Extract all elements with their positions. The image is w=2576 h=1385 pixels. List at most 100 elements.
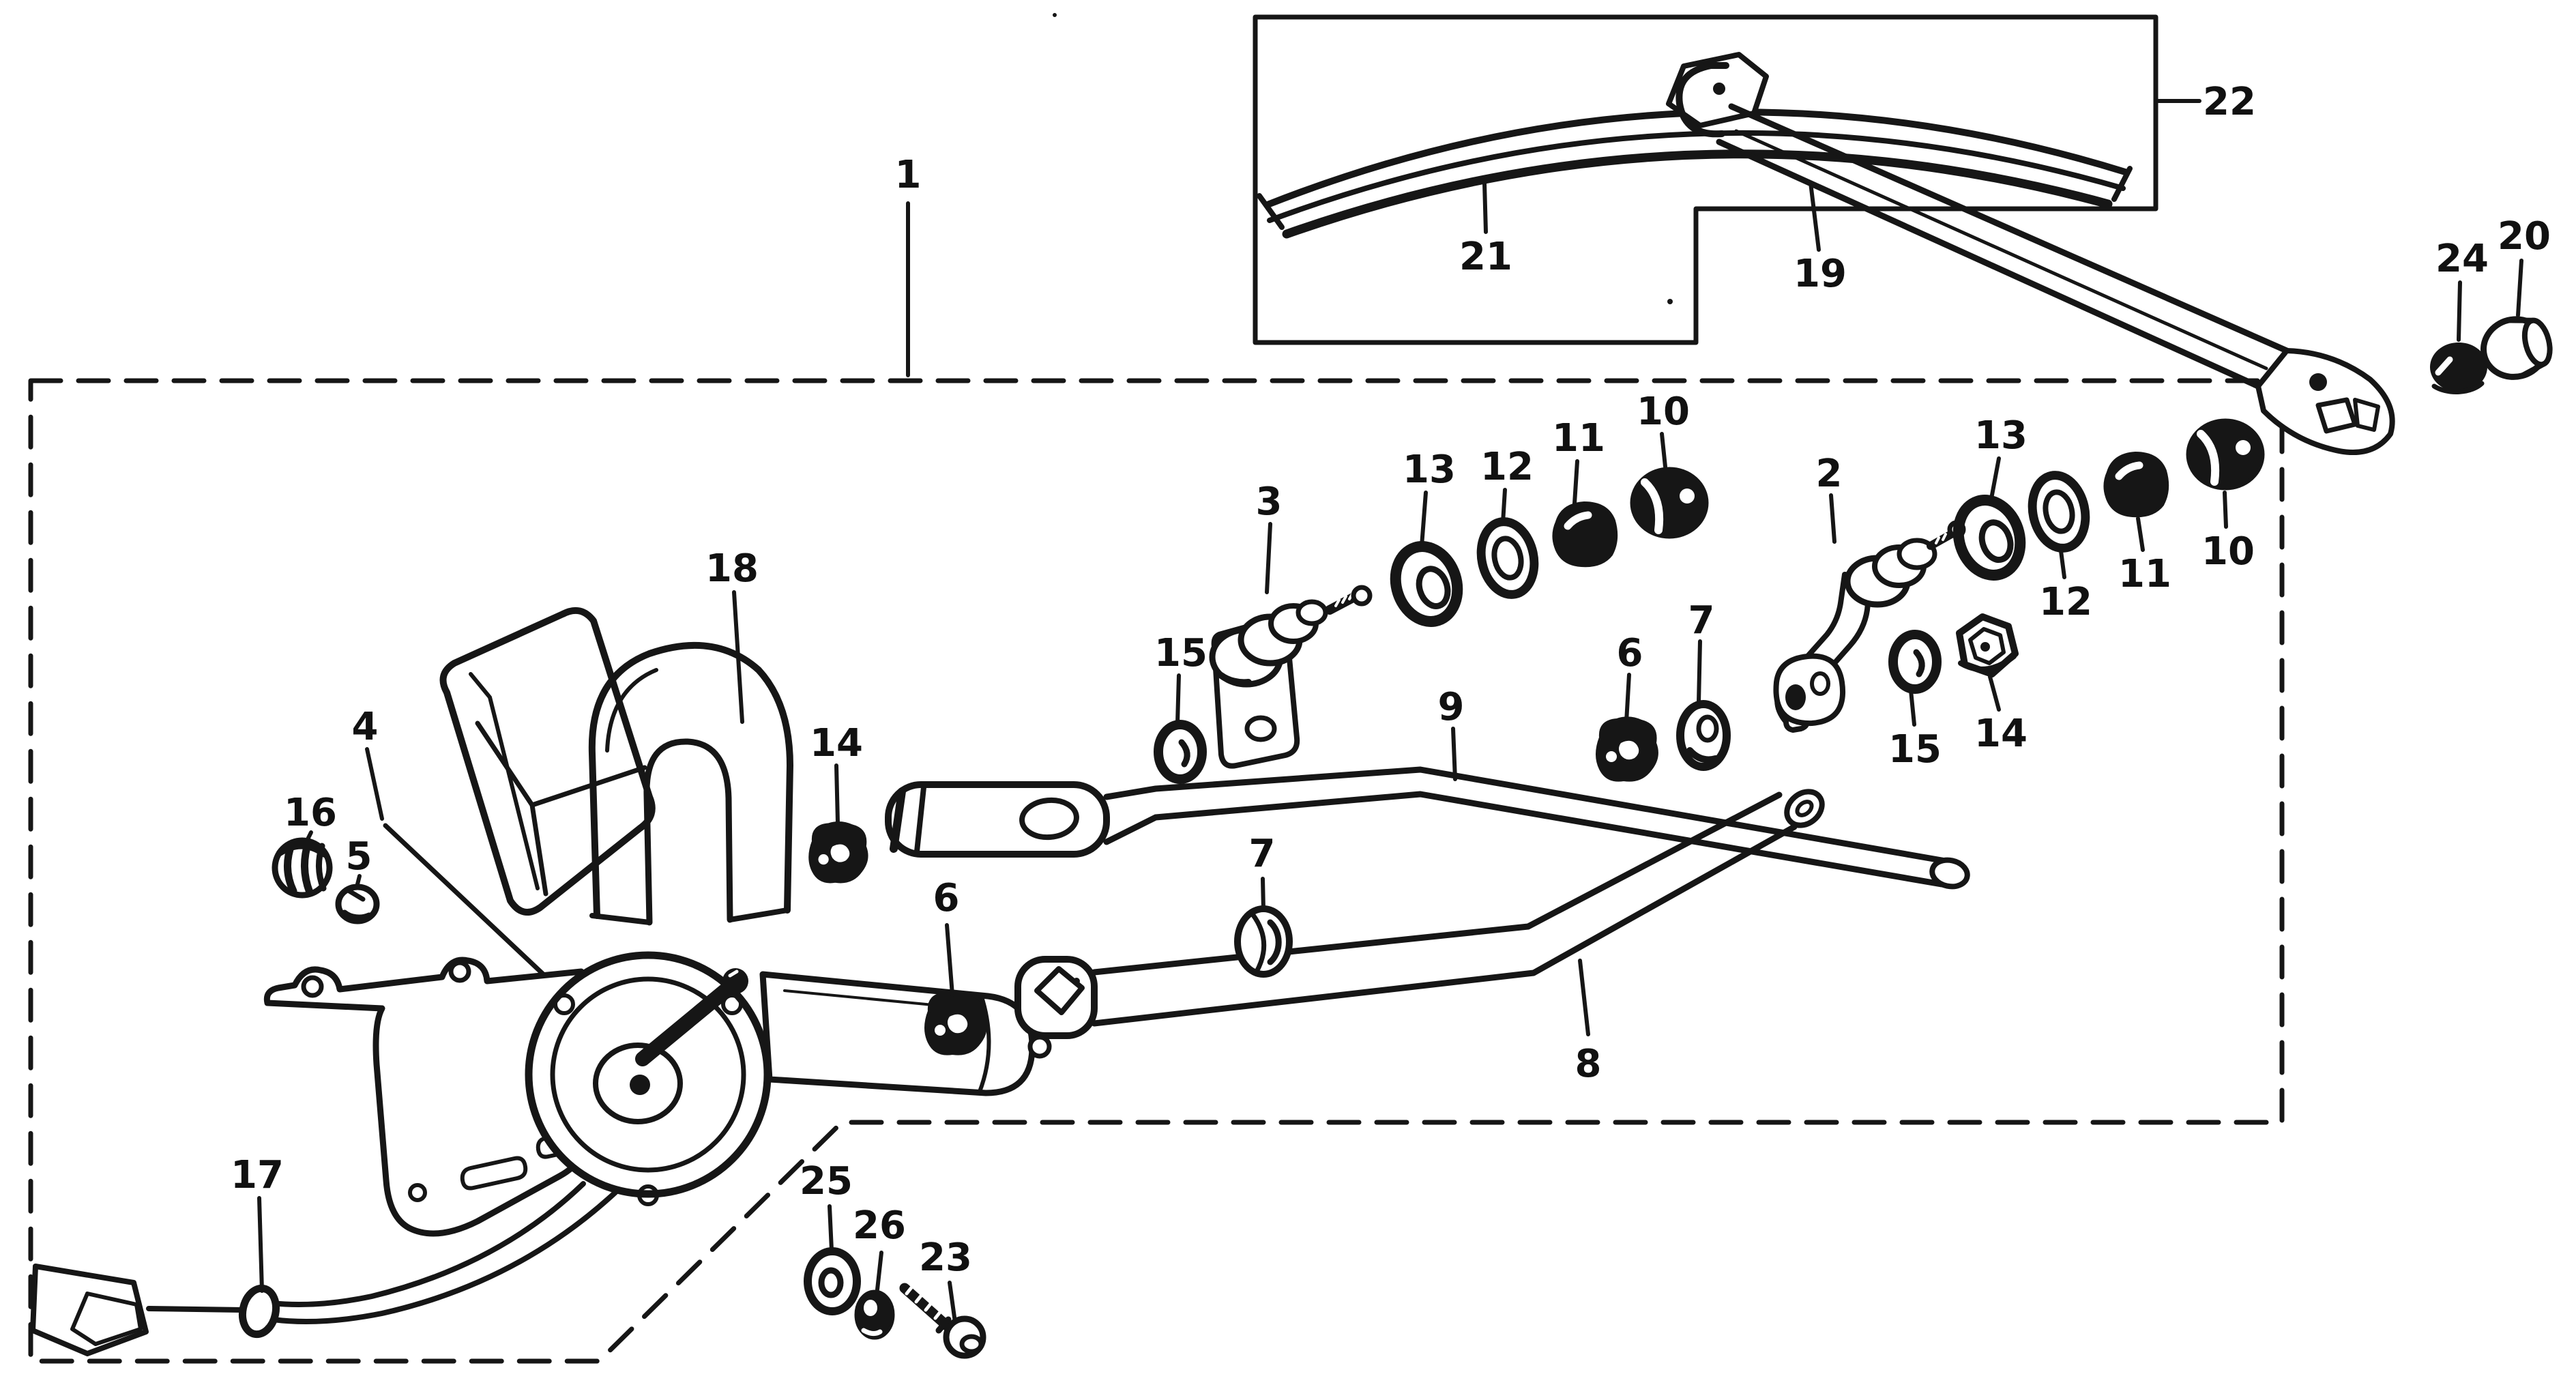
- cap-nut-5: [335, 884, 380, 924]
- arm-nut: [2430, 342, 2487, 394]
- callout-number-15-right[interactable]: 15: [1888, 727, 1942, 772]
- callout-leader-14-left: [834, 763, 840, 825]
- callout-6-right: 6: [1617, 631, 1643, 724]
- callout-number-5[interactable]: 5: [346, 834, 372, 879]
- callout-leader-12-right: [2058, 544, 2066, 579]
- callout-15-left: 15: [1154, 631, 1208, 725]
- callout-leader-25: [828, 1204, 834, 1252]
- callout-number-9[interactable]: 9: [1438, 685, 1465, 729]
- callout-leader-18: [732, 590, 744, 724]
- callout-leader-17: [257, 1196, 264, 1293]
- callout-number-22[interactable]: 22: [2203, 80, 2256, 124]
- callout-number-10-right[interactable]: 10: [2201, 529, 2255, 574]
- callout-12-left: 12: [1480, 445, 1534, 525]
- callout-4: 4: [352, 705, 384, 821]
- callout-number-11-left[interactable]: 11: [1552, 416, 1605, 461]
- callout-25: 25: [800, 1159, 853, 1252]
- callout-number-12-right[interactable]: 12: [2039, 580, 2092, 624]
- callout-number-25[interactable]: 25: [800, 1159, 853, 1204]
- callout-17: 17: [231, 1153, 284, 1293]
- callout-number-7-right[interactable]: 7: [1688, 598, 1715, 643]
- flange-nut-right: [1959, 617, 2015, 674]
- callout-26: 26: [853, 1204, 906, 1292]
- callout-12-right: 12: [2039, 544, 2092, 624]
- callout-leader-23: [948, 1281, 957, 1324]
- callout-3: 3: [1256, 480, 1283, 594]
- pivot-dome-nut-left: [1553, 503, 1616, 566]
- link-rod-a: [885, 766, 1970, 890]
- callout-leader-10-right: [2223, 491, 2228, 529]
- callout-23: 23: [919, 1236, 972, 1324]
- callout-15-right: 15: [1888, 688, 1942, 772]
- mount-ring-right: [1893, 635, 1937, 689]
- callout-number-7-center[interactable]: 7: [1249, 832, 1276, 876]
- scan-speck: [1667, 299, 1673, 304]
- callout-number-21[interactable]: 21: [1459, 235, 1512, 279]
- callout-leader-15-right: [1909, 688, 1916, 727]
- callout-number-18[interactable]: 18: [705, 546, 759, 591]
- callout-number-1[interactable]: 1: [895, 153, 922, 197]
- callout-7-right: 7: [1688, 598, 1715, 705]
- callout-number-6-left[interactable]: 6: [933, 876, 960, 920]
- wiper-blade: [1257, 52, 2133, 239]
- callout-number-14-right[interactable]: 14: [1974, 712, 2028, 756]
- callout-number-12-left[interactable]: 12: [1480, 445, 1534, 489]
- lock-nut-left: [808, 821, 868, 884]
- callout-number-8[interactable]: 8: [1575, 1042, 1602, 1086]
- callout-8: 8: [1575, 959, 1602, 1086]
- callout-number-24[interactable]: 24: [2435, 237, 2489, 281]
- callout-20: 20: [2498, 214, 2551, 317]
- callout-number-26[interactable]: 26: [853, 1204, 906, 1248]
- joint-nut-right: [1596, 716, 1658, 782]
- callout-number-16[interactable]: 16: [284, 791, 337, 835]
- pivot-spacer: [1234, 905, 1293, 978]
- pivot-dome-nut-right: [2105, 453, 2167, 516]
- pivot-cap-right: [2188, 420, 2263, 489]
- callout-leader-21: [1482, 181, 1488, 234]
- callout-leader-24: [2457, 280, 2462, 342]
- callout-number-19[interactable]: 19: [1794, 252, 1847, 296]
- callout-10-left: 10: [1637, 390, 1690, 469]
- callout-number-20[interactable]: 20: [2498, 214, 2551, 259]
- callout-number-4[interactable]: 4: [352, 705, 379, 749]
- pivot-assembly-right: [1773, 520, 1966, 733]
- callout-number-11-right[interactable]: 11: [2118, 552, 2171, 596]
- callout-number-10-left[interactable]: 10: [1637, 390, 1690, 434]
- callout-number-3[interactable]: 3: [1256, 480, 1283, 524]
- harness-grommet: [238, 1284, 280, 1339]
- mount-ring-left: [1158, 725, 1202, 779]
- callout-number-13-left[interactable]: 13: [1403, 448, 1456, 492]
- callout-14-right: 14: [1974, 675, 2028, 756]
- callout-6-left: 6: [933, 876, 960, 997]
- callout-leader-10-left: [1660, 432, 1667, 469]
- callout-leader-20: [2516, 259, 2523, 317]
- callout-number-2[interactable]: 2: [1816, 452, 1843, 496]
- callout-leader-11-right: [2136, 516, 2145, 552]
- callout-5: 5: [346, 834, 372, 886]
- callout-number-23[interactable]: 23: [919, 1236, 972, 1280]
- callout-leader-13-right: [1989, 456, 2001, 504]
- callout-10-right: 10: [2201, 491, 2255, 574]
- motor-crank: [635, 980, 736, 1066]
- wiper-motor: [525, 951, 1052, 1206]
- callout-leader-7-right: [1697, 639, 1702, 705]
- callout-leader-3: [1265, 522, 1272, 594]
- motor-gear-housing: [525, 951, 772, 1198]
- pivot-cap-left: [1632, 469, 1707, 537]
- harness-connector: [30, 1264, 149, 1356]
- callout-leader-4: [365, 747, 384, 821]
- pivot-assembly-left: [1209, 585, 1373, 769]
- callout-2: 2: [1816, 452, 1843, 544]
- callout-number-17[interactable]: 17: [231, 1153, 284, 1197]
- pivot-seal-right: [2026, 470, 2092, 553]
- callout-leader-13-left: [1420, 491, 1428, 548]
- callout-24: 24: [2435, 237, 2489, 342]
- callout-number-15-left[interactable]: 15: [1154, 631, 1208, 675]
- callout-number-14-left[interactable]: 14: [810, 721, 863, 766]
- pivot-washer-right: [1949, 492, 2030, 583]
- callout-number-13-right[interactable]: 13: [1974, 413, 2028, 458]
- callout-number-6-right[interactable]: 6: [1617, 631, 1643, 675]
- callout-leader-26: [875, 1251, 883, 1292]
- callout-leader-6-left: [945, 923, 954, 997]
- callout-leader-2: [1829, 493, 1836, 544]
